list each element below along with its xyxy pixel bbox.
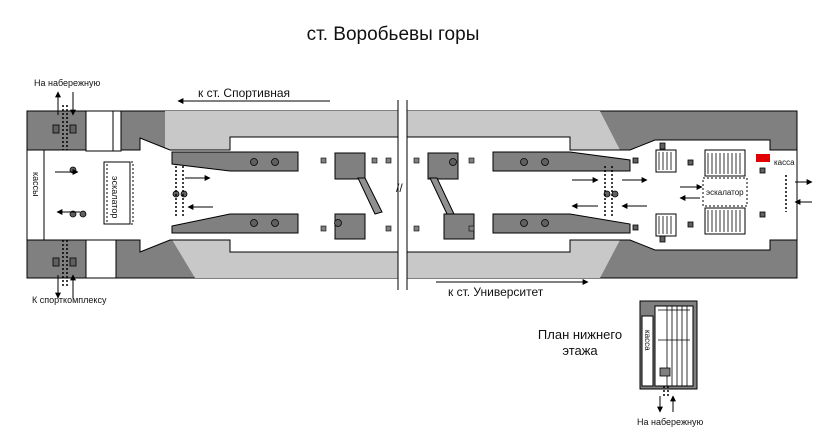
lower-plan-title-line2: этажа [562,343,598,358]
left-vestibule: кассы эскалатор На на [26,78,213,305]
svg-text:к ст. Университет: к ст. Университет [448,285,544,299]
lower-plan-title-line1: План нижнего [538,327,622,342]
exit-bottom-left-label: К спорткомплексу [32,295,107,305]
svg-text:к ст. Спортивная: к ст. Спортивная [198,86,290,100]
ticket-office-marker [756,154,770,162]
escalator-right-label: эскалатор [706,188,744,197]
direction-universitet: к ст. Университет [436,279,589,299]
right-vestibule: эскалатор касса [571,142,813,243]
escalator-left-label: эскалатор [110,176,120,218]
svg-text://: // [396,181,403,195]
cashier-right-label: касса [774,158,795,167]
exit-top-left-label: На набережную [34,78,100,88]
cashier-left-label: кассы [31,172,41,197]
direction-sportivnaya: к ст. Спортивная [177,86,330,104]
lower-plan-exit-label: На набережную [637,417,703,427]
lower-level-plan: План нижнего этажа касса На набережную [538,300,703,427]
station-building: // [26,100,798,290]
lower-plan-cashier-label: касса [643,330,652,351]
station-title: ст. Воробьевы горы [307,24,480,45]
